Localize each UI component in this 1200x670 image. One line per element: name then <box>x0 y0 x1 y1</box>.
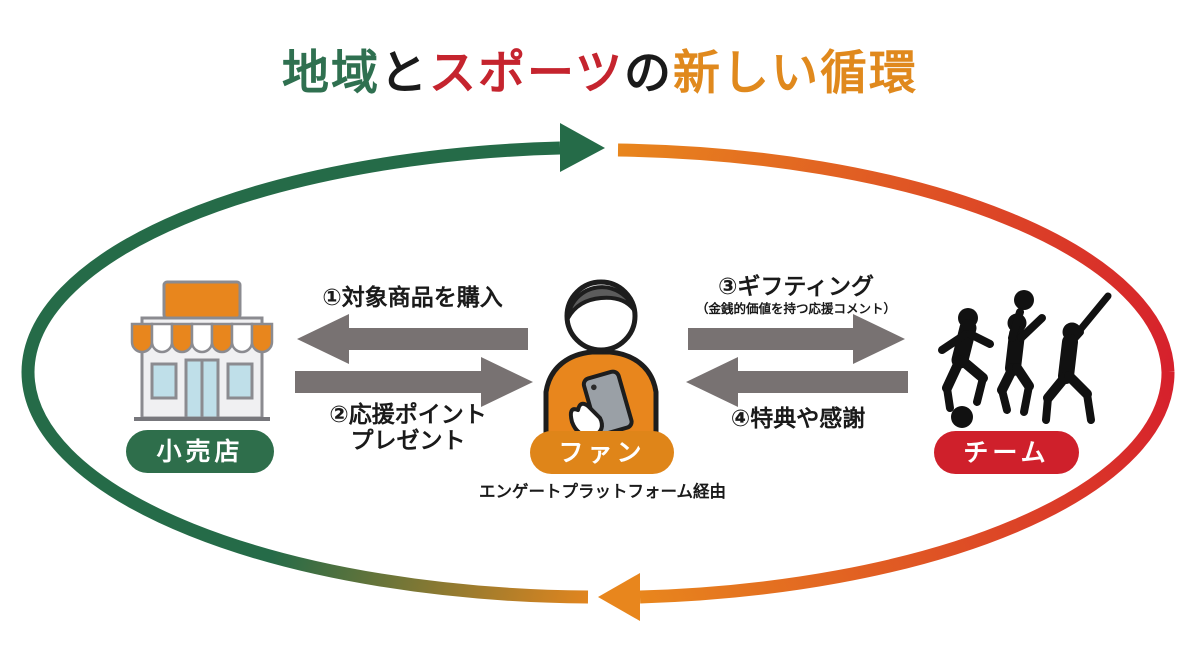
title-segment-region: 地域 <box>281 46 380 101</box>
title-segment-sports: スポーツ <box>428 46 625 101</box>
team-pill: チーム <box>934 431 1079 474</box>
flow-label-step1: ①対象商品を購入 <box>322 285 503 311</box>
cycle-ellipse <box>21 123 1175 621</box>
cycle-arrowhead-bottom <box>598 573 640 621</box>
flow-label-step3-main: ③ギフティング <box>717 274 875 300</box>
fan-pill: ファン <box>530 431 674 474</box>
athletes-icon <box>938 290 1112 428</box>
title-segment-and: と <box>379 46 429 101</box>
platform-note: エンゲートプラットフォーム経由 <box>478 482 726 501</box>
flow-label-step3-sub: （金銭的価値を持つ応援コメント） <box>695 301 896 317</box>
cycle-arrowhead-top <box>560 123 605 172</box>
exchange-arrows <box>295 314 908 407</box>
flow-label-step2: ②応援ポイント プレゼント <box>329 402 487 455</box>
arrow-step3-fan-to-team <box>688 314 905 364</box>
flow-label-step4: ④特典や感謝 <box>730 406 866 432</box>
arrow-step2-store-to-fan <box>295 357 533 407</box>
title-segment-no: の <box>624 46 674 101</box>
title-segment-new-cycle: 新しい循環 <box>673 46 919 101</box>
flow-label-step3: ③ギフティング （金銭的価値を持つ応援コメント） <box>668 274 924 317</box>
page-title: 地域とスポーツの新しい循環 <box>0 34 1200 103</box>
storefront-icon <box>130 280 274 421</box>
fan-phone-icon <box>543 279 659 453</box>
arrow-step1-fan-to-store <box>297 314 528 364</box>
arrow-step4-team-to-fan <box>686 357 908 407</box>
store-pill: 小売店 <box>126 430 274 473</box>
